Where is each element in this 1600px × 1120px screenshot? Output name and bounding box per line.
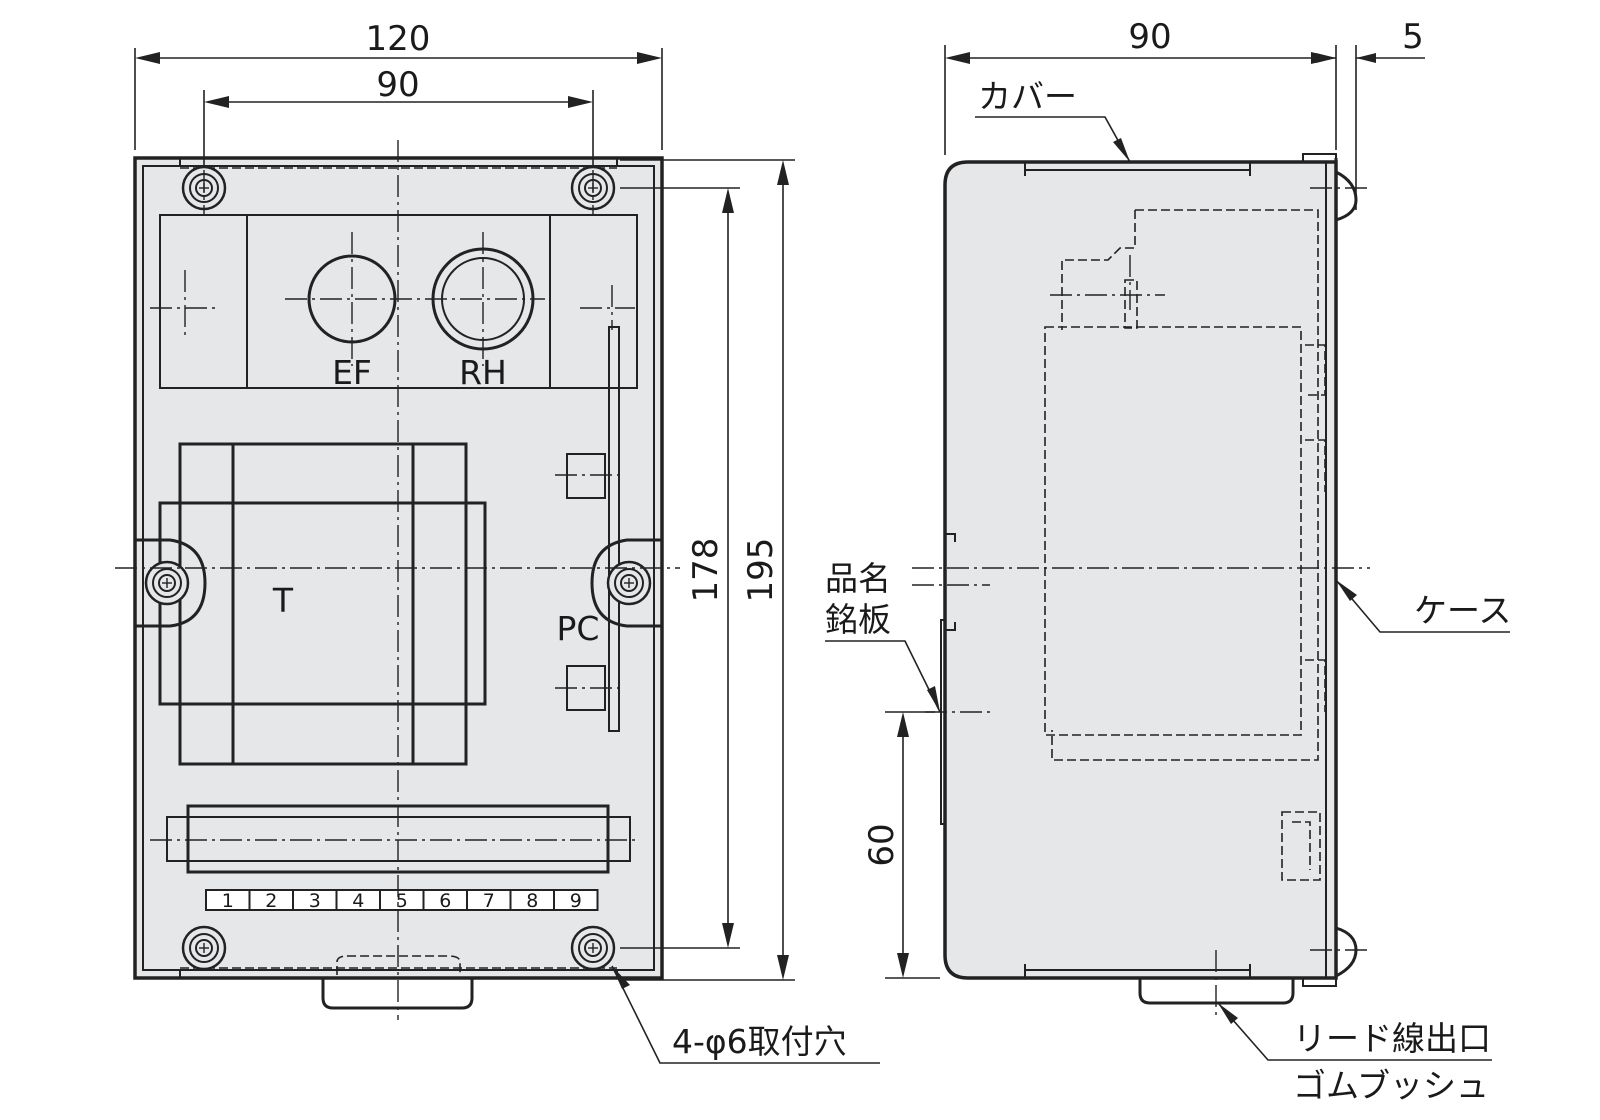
label-nameplate-line2: 銘板 [825,600,891,639]
label-lead-outlet-line2: ゴムブッシュ [1293,1066,1489,1105]
cover-body [943,160,1338,980]
label-rh: RH [459,353,507,392]
dim-label-120: 120 [366,19,431,59]
front-view: 1 2 3 4 5 6 7 8 9 [115,48,880,1064]
label-ef: EF [332,353,372,392]
dim-label-90-front: 90 [376,65,419,105]
terminal-number: 3 [309,890,321,912]
terminal-number: 5 [396,890,408,912]
terminal-number: 1 [222,890,234,912]
terminal-cell [553,889,599,911]
label-nameplate-line1: 品名 [825,559,891,598]
terminal-strip: 1 2 3 4 5 6 7 8 9 [205,889,599,912]
left-mounting-ear [133,538,207,628]
terminal-number: 7 [483,890,495,912]
dim-label-60: 60 [862,823,902,866]
label-lead-outlet-line1: リード線出口 [1293,1019,1491,1058]
dim-label-5: 5 [1402,17,1424,57]
terminal-number: 2 [265,890,277,912]
terminal-number: 4 [352,890,364,912]
pc-standoff-upper [566,453,606,499]
right-mounting-ear [590,538,664,628]
pc-board [608,326,620,732]
label-t: T [272,581,294,620]
nameplate [940,533,956,825]
dim-height-195 [777,160,789,980]
label-pc: PC [557,609,600,648]
dim-nameplate-60 [897,712,909,978]
dim-projection-5 [1316,53,1425,63]
mounting-hole-bottom-right [570,925,616,971]
case-tab-top [1334,158,1358,222]
transformer [158,442,487,766]
terminal-number: 8 [526,890,538,912]
dim-label-90-side: 90 [1128,17,1171,57]
dim-label-178: 178 [686,538,726,603]
dim-pitch-178 [722,188,734,948]
dim-label-195: 195 [741,538,781,603]
terminal-number: 9 [570,890,582,912]
terminal-number: 6 [439,890,451,912]
label-cover: カバー [978,77,1077,116]
side-view [825,45,1510,1061]
dim-width-120 [135,52,662,64]
label-mounting-holes: 4-φ6取付穴 [672,1022,847,1061]
mounting-hole-bottom-left [181,925,227,971]
dim-pitch-90 [204,96,593,108]
case-tab-bottom [1335,926,1358,978]
label-case: ケース [1414,591,1511,630]
